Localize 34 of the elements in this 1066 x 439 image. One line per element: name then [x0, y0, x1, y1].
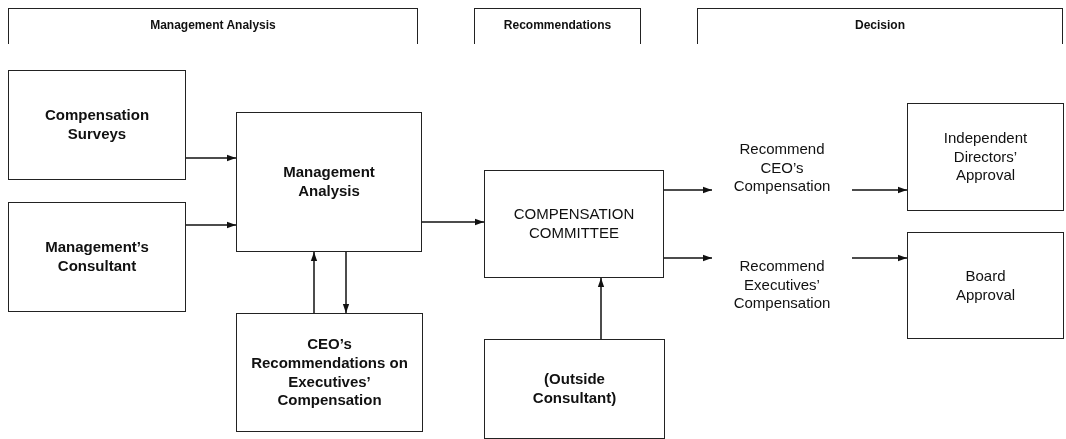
- arrow: [185, 154, 237, 162]
- process-box: [8, 202, 186, 312]
- arrow: [663, 186, 713, 194]
- box-label: Independent Directors’ Approval: [942, 128, 1029, 186]
- process-box: [907, 103, 1064, 211]
- process-box: [236, 313, 423, 432]
- process-box: [484, 339, 665, 439]
- step-label: Recommend CEO’s Compensation: [732, 139, 832, 197]
- phase-title: Decision: [854, 18, 906, 33]
- phase-title: Recommendations: [502, 18, 613, 33]
- process-box: [907, 232, 1064, 339]
- phase-header-bracket: [697, 8, 1063, 44]
- arrow: [342, 251, 350, 314]
- phase-header-bracket: [474, 8, 641, 44]
- arrow: [310, 251, 318, 314]
- box-label: Compensation Surveys: [43, 106, 151, 144]
- box-label: (Outside Consultant): [531, 370, 618, 408]
- box-label: Management Analysis: [282, 163, 376, 201]
- box-label: Management’s Consultant: [44, 238, 150, 276]
- arrow: [663, 254, 713, 262]
- process-box: [484, 170, 664, 278]
- arrow: [597, 277, 605, 340]
- arrow: [851, 254, 908, 262]
- step-label: Recommend Executives’ Compensation: [732, 256, 832, 314]
- arrow: [421, 218, 485, 226]
- process-box: [8, 70, 186, 180]
- box-label: CEO’s Recommendations on Executives’ Compensation: [250, 335, 409, 410]
- arrow: [185, 221, 237, 229]
- phase-title: Management Analysis: [149, 18, 277, 33]
- process-box: [236, 112, 422, 252]
- box-label: COMPENSATION COMMITTEE: [512, 205, 636, 243]
- box-label: Board Approval: [954, 266, 1017, 305]
- arrow: [851, 186, 908, 194]
- phase-header-bracket: [8, 8, 418, 44]
